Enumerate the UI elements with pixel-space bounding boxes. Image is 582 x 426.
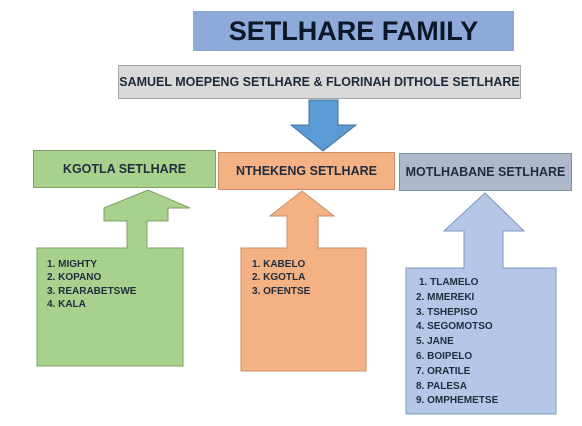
page-title: SETLHARE FAMILY (193, 11, 514, 51)
list-item: 8. PALESA (416, 380, 467, 392)
list-item: 6. BOIPELO (416, 350, 473, 362)
list-item: 9. OMPHEMETSE (416, 395, 499, 407)
motlhabane-children-list: 1. TLAMELO 2. MMEREKI 3. TSHEPISO 4. SEG… (416, 276, 498, 409)
list-item: 1. MIGHTY (47, 259, 98, 270)
list-item: 1. TLAMELO (419, 277, 479, 288)
list-item: 3. OFENTSE (252, 285, 311, 297)
branch-kgotla: KGOTLA SETLHARE (33, 150, 216, 188)
kgotla-children-list: 1. MIGHTY 2. KOPANO 3. REARABETSWE 4. KA… (47, 258, 136, 311)
nthekeng-children-list: 1. KABELO 2. KGOTLA 3. OFENTSE (252, 258, 310, 298)
down-arrow (289, 99, 358, 152)
branch-nthekeng: NTHEKENG SETLHARE (218, 152, 395, 190)
list-item: 3. TSHEPISO (416, 306, 478, 318)
list-item: 3. REARABETSWE (47, 285, 137, 297)
list-item: 4. SEGOMOTSO (416, 321, 493, 333)
list-item: 2. KGOTLA (252, 272, 306, 284)
parents-box: SAMUEL MOEPENG SETLHARE & FLORINAH DITHO… (118, 65, 521, 99)
green-callout-shape (36, 189, 191, 367)
list-item: 1. KABELO (252, 259, 306, 270)
orange-callout-shape (240, 190, 367, 372)
list-item: 2. MMEREKI (416, 291, 475, 303)
list-item: 7. ORATILE (416, 365, 471, 377)
list-item: 4. KALA (47, 298, 86, 310)
blue-callout-shape (405, 192, 557, 415)
list-item: 5. JANE (416, 336, 454, 348)
branch-motlhabane: MOTLHABANE SETLHARE (399, 153, 572, 191)
list-item: 2. KOPANO (47, 272, 102, 284)
